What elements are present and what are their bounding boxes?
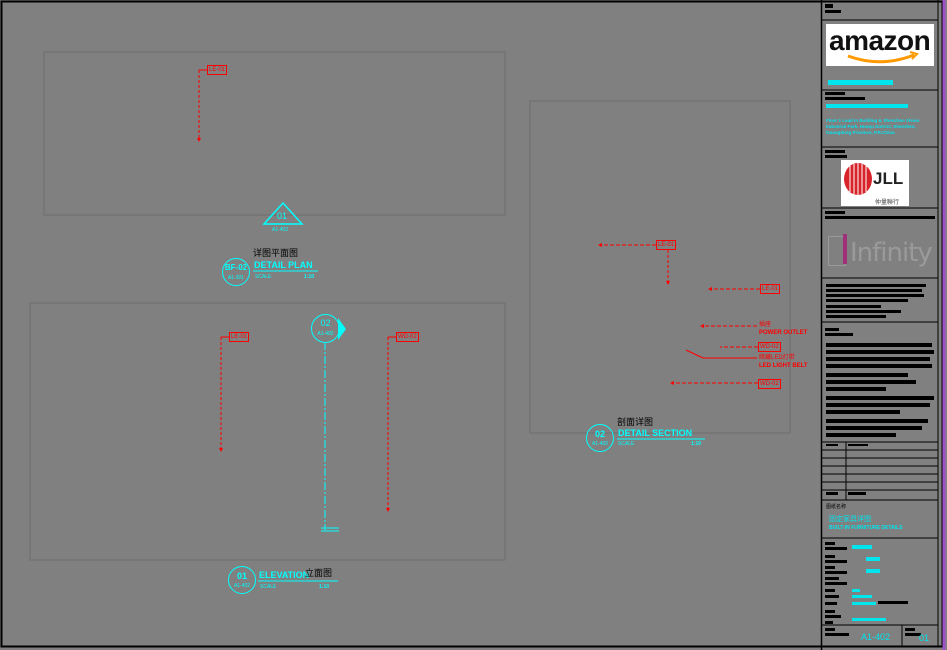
section-scale-label: SCALE (618, 441, 635, 447)
client-logo: amazon (826, 24, 934, 66)
section-title: DETAIL SECTION (618, 428, 693, 438)
drawing-title-cn: 固定家具详图 (829, 516, 871, 523)
client-logo-text: amazon (829, 25, 931, 56)
elevation-title: ELEVATION (259, 570, 310, 580)
elevation-scale-label: SCALE (260, 584, 277, 590)
elevation-reference-bubble: 01 A1-402 (228, 566, 256, 594)
section-ref-sheet: A1-402 (591, 441, 609, 447)
section-viewport (529, 100, 791, 434)
plan-ref-number: BF-02 (224, 263, 248, 272)
elevation-viewport (29, 302, 506, 561)
jll-mark-icon (844, 163, 872, 195)
led-note-en: LED LIGHT BELT (759, 363, 808, 369)
material-tag-le01: LE-01 (760, 284, 781, 294)
plan-scale-label: SCALE (255, 274, 272, 280)
material-tag-wd02: WD-02 (396, 332, 419, 342)
elevation-section-marker: 02 A1-402 (311, 314, 340, 343)
title-block-grid (822, 0, 939, 647)
amazon-smile-icon (847, 51, 919, 64)
elevation-marker-number: 02 (320, 318, 331, 328)
section-scale-value: 1:10 (691, 441, 702, 447)
drawing-title-label: 图纸名称 (826, 504, 847, 510)
material-tag-wd02: WD-02 (758, 379, 781, 389)
plan-cn-title: 详图平面图 (253, 248, 299, 258)
elevation-ref-sheet: A1-402 (233, 583, 251, 589)
pm-logo: JLL 仲量聯行 (841, 160, 909, 206)
outlet-note-en: POWER OUTLET (759, 330, 808, 336)
material-tag-le01: LE-01 (207, 65, 228, 75)
drawing-title-en: BUILT-IN FURNITURE DETAILS (829, 525, 903, 531)
material-tag-le01: LE-01 (656, 240, 677, 250)
material-tag-wd02: WD-02 (758, 342, 781, 352)
plan-marker-number: 01 (277, 211, 288, 221)
plan-leader (197, 69, 207, 142)
section-leaders (598, 243, 760, 385)
pm-logo-text: JLL (873, 169, 904, 188)
designer-logo: Infinity (828, 232, 933, 272)
section-reference-bubble: 02 A1-402 (586, 424, 614, 452)
sheet-number: A1-402 (861, 632, 891, 642)
elevation-leaders (219, 336, 396, 512)
section-cn-title: 剖面详图 (617, 417, 654, 427)
plan-title: DETAIL PLAN (254, 260, 313, 270)
outlet-note-cn: 插座 (759, 322, 772, 328)
elevation-scale-value: 1:10 (319, 584, 330, 590)
plan-viewport (43, 51, 506, 216)
designer-logo-text: Infinity (850, 238, 933, 268)
pm-logo-cn: 仲量聯行 (875, 200, 900, 206)
elevation-section-marker-arrow (338, 318, 346, 340)
led-note-cn: 暗藏LED灯带 (759, 355, 795, 361)
plan-reference-bubble: BF-02 A1-301 (222, 258, 250, 286)
elevation-marker-sheet: A1-402 (317, 331, 334, 337)
elevation-ref-number: 01 (236, 571, 247, 581)
plan-view-marker-triangle (262, 201, 304, 225)
plan-ref-sheet: A1-301 (227, 275, 245, 281)
revision-number: 01 (919, 633, 930, 643)
elevation-cn-title: 立面图 (305, 568, 333, 578)
plan-scale-value: 1:10 (304, 274, 315, 280)
project-address: Floor 1 Lead in Building 6, Shenzhen Vis… (826, 118, 920, 135)
material-tag-le01: LE-01 (229, 332, 250, 342)
section-ref-number: 02 (594, 429, 605, 439)
plan-marker-sheet: A1-402 (272, 227, 289, 233)
